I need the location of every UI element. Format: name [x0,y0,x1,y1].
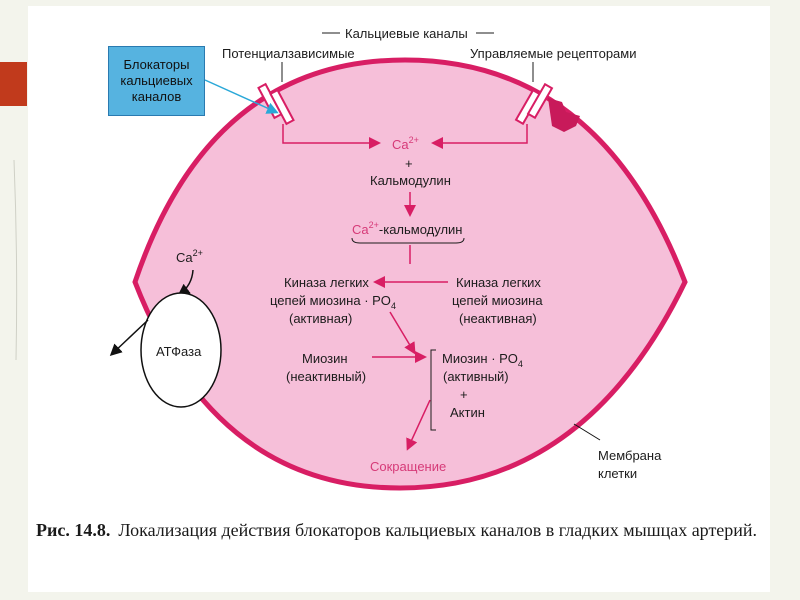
actin-label: Актин [450,405,485,420]
kinase-active-line1: Киназа легких [284,275,369,290]
atpase-pump [140,292,222,408]
accent-bar [0,62,27,106]
membrane-label-line2: клетки [598,466,637,481]
blocker-pointer [204,79,279,114]
kinase-inactive-line3: (неактивная) [459,311,537,326]
plus-sign-2: + [460,387,468,402]
voltage-dependent-label: Потенциалзависимые [222,46,355,61]
cell-body [132,57,688,491]
receptor-icon [548,98,580,132]
caption-text: Локализация действия блокаторов кальциев… [118,520,758,540]
arrow-receptor-to-ca [431,124,528,149]
receptor-channel [514,82,580,132]
kinase-inactive-line1: Киназа легких [456,275,541,290]
myosin-active-line2: (активный) [443,369,509,384]
kinase-inactive-line2: цепей миозина [452,293,543,308]
ca-calmodulin-label: Ca2+-кальмодулин [352,220,463,237]
blockers-label: Блокаторы кальциевых каналов [120,57,193,104]
contraction-label: Сокращение [370,459,446,474]
arrow-atpase-out [109,319,149,357]
ca-label: Ca2+ [392,135,419,152]
receptor-operated-label: Управляемые рецепторами [470,46,637,61]
myosin-active-line1: Миозин · PO4 [442,351,523,369]
caption-label: Рис. 14.8. [36,520,111,540]
membrane-label-line1: Мембрана [598,448,662,463]
myosin-inactive-line2: (неактивный) [286,369,366,384]
arrow-kinase-to-myosin [389,311,416,355]
calcium-channels-label: Кальциевые каналы [345,26,468,41]
atpase-label: АТФаза [156,344,202,359]
calmodulin-label: Кальмодулин [370,173,451,188]
arrow-to-contraction [406,399,431,451]
ca-left-label: Ca2+ [176,248,203,265]
figure-caption: Рис. 14.8. Локализация действия блокаторо… [36,518,766,542]
arrow-voltage-to-ca [282,124,381,149]
blockers-box: Блокаторы кальциевых каналов [108,46,205,116]
membrane-pointer [573,423,601,441]
plus-sign: + [405,156,413,171]
myosin-inactive-line1: Миозин [302,351,348,366]
decorative-lines [13,159,18,361]
kinase-active-line2: цепей миозина · PO4 [270,293,396,311]
kinase-active-line3: (активная) [289,311,352,326]
